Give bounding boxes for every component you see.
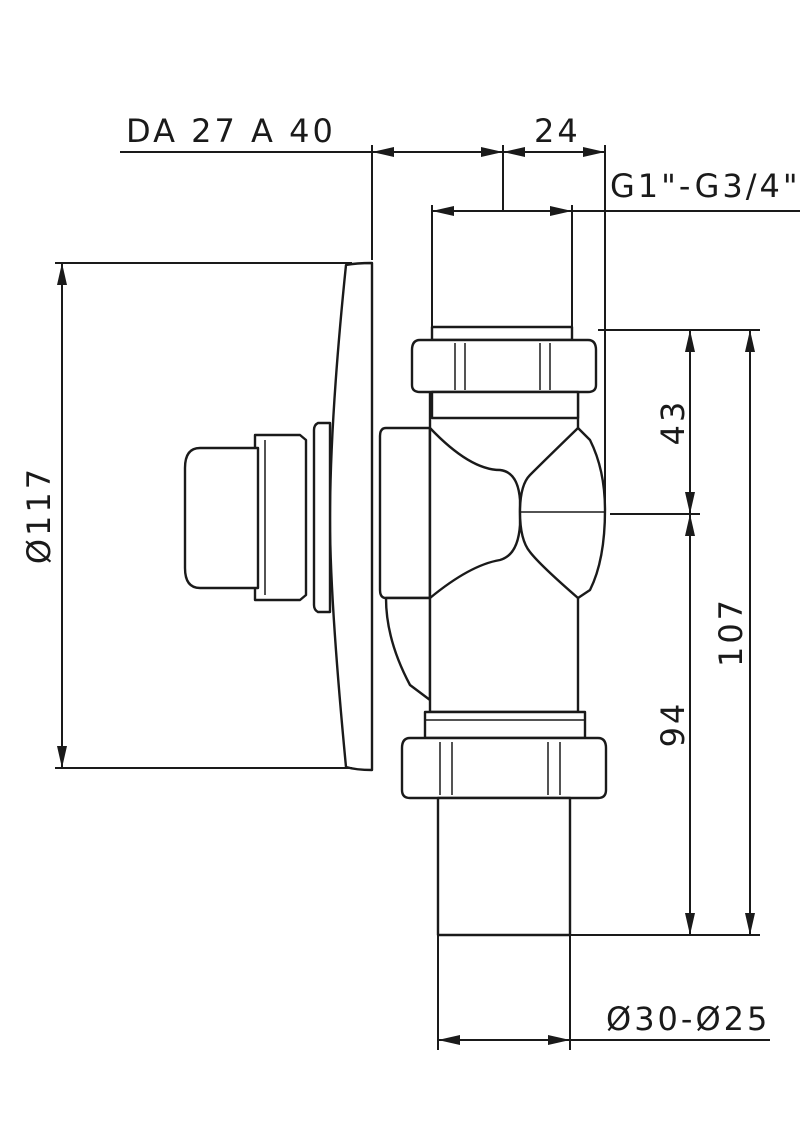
dim-43: 43 (598, 329, 760, 515)
outlet-pipe (436, 796, 572, 937)
dim-94: 94 (570, 514, 760, 936)
body-lower-left-cone (384, 596, 432, 702)
dim-107: 107 (712, 330, 755, 935)
width-24-label: 24 (534, 112, 581, 150)
pipe-diameter-label: Ø30-Ø25 (606, 1000, 770, 1038)
dim-thread: G1"-G3/4" (431, 167, 800, 327)
height-94-label: 94 (654, 701, 692, 748)
thread-spec-label: G1"-G3/4" (610, 167, 800, 205)
dim-24: 24 (502, 112, 606, 512)
range-label: DA 27 A 40 (126, 112, 336, 150)
button-collar (312, 421, 332, 614)
push-button-cap (183, 446, 260, 590)
body-left-boss (378, 426, 432, 600)
height-107-label: 107 (712, 597, 750, 667)
dim-117: Ø117 (20, 262, 352, 769)
wall-plate (328, 261, 374, 772)
top-neck (430, 390, 580, 420)
height-43-label: 43 (654, 399, 692, 446)
top-hex-nut (410, 338, 598, 394)
push-button-sleeve (253, 433, 308, 602)
top-flange (430, 325, 574, 342)
valve-drawing (183, 261, 608, 937)
diameter-117-label: Ø117 (20, 466, 58, 564)
dim-range: DA 27 A 40 (120, 112, 503, 260)
lower-hex-nut (400, 736, 608, 800)
dim-pipe: Ø30-Ø25 (437, 935, 770, 1050)
lower-ring (423, 710, 587, 740)
